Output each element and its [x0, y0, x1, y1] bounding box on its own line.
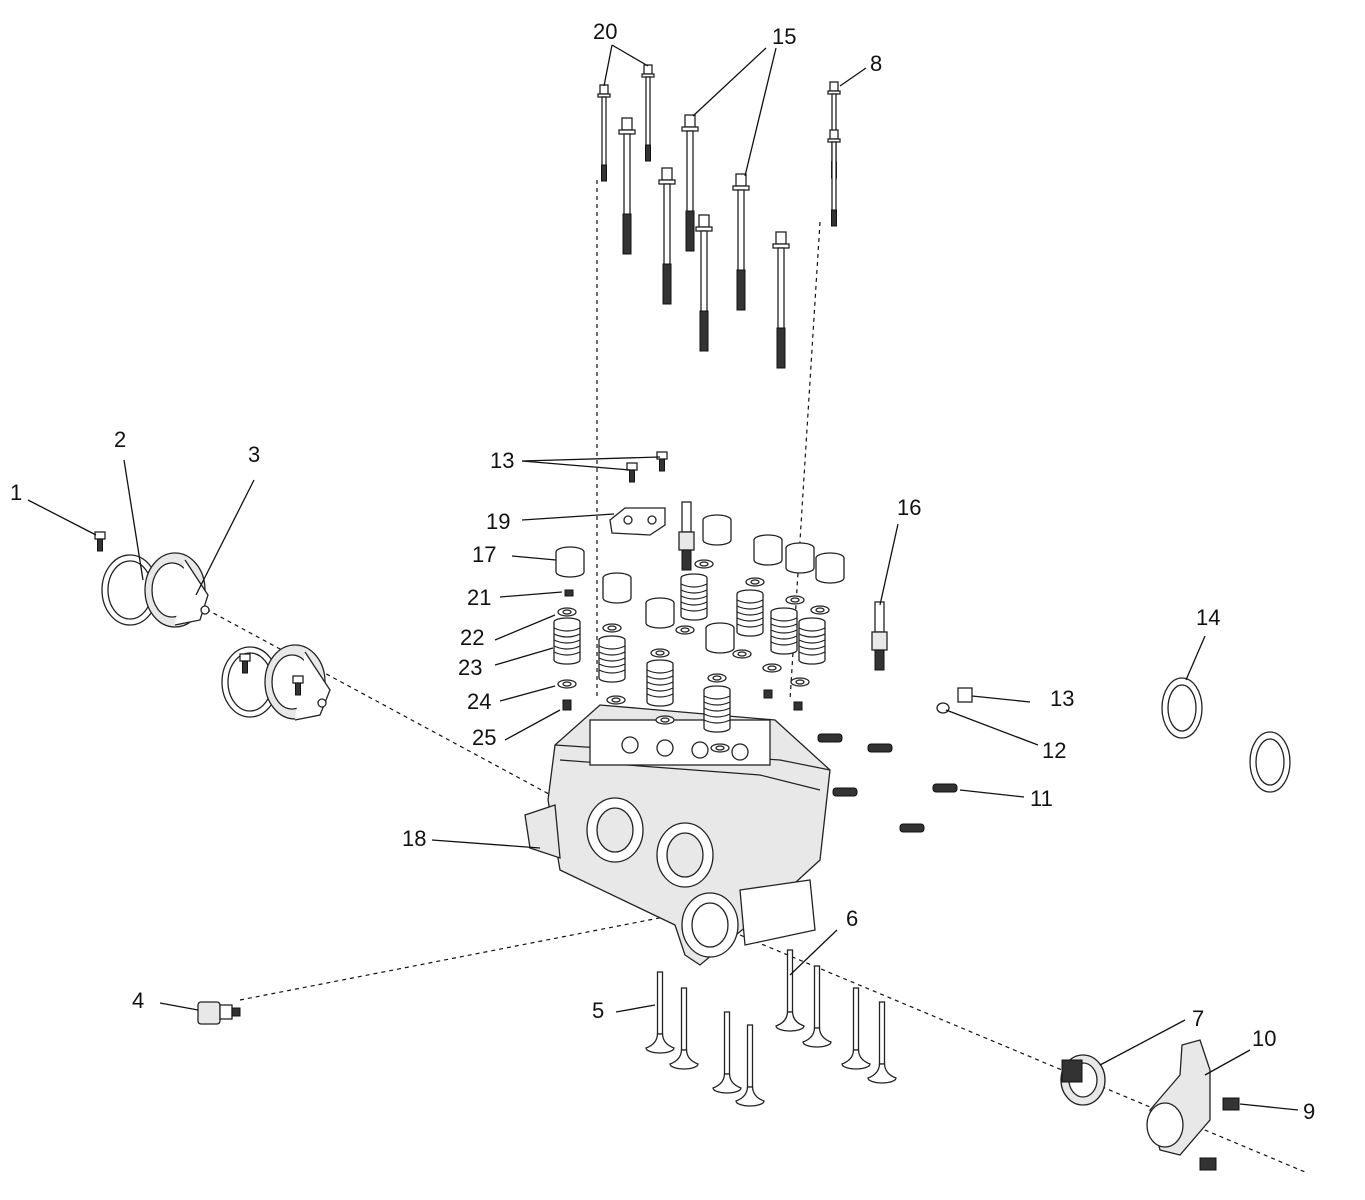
callout-18: 18: [402, 826, 426, 851]
callout-6: 6: [846, 906, 858, 931]
callout-7: 7: [1192, 1006, 1204, 1031]
valve-train: [553, 514, 845, 753]
temperature-sensor: [197, 1001, 241, 1025]
callout-15: 15: [772, 24, 796, 49]
center-lines: [114, 180, 1306, 1173]
leader-lines: [27, 44, 1299, 1111]
thermostat: [1060, 1054, 1106, 1106]
callout-10: 10: [1252, 1026, 1276, 1051]
callout-13-top: 13: [490, 448, 514, 473]
callout-3: 3: [248, 442, 260, 467]
callout-2: 2: [114, 427, 126, 452]
callout-9: 9: [1303, 1099, 1315, 1124]
camshaft-cap: [609, 451, 668, 536]
callout-4: 4: [132, 988, 144, 1013]
callout-23: 23: [458, 655, 482, 680]
intake-boot-upper: [94, 531, 210, 628]
callout-16: 16: [897, 495, 921, 520]
callout-25: 25: [472, 725, 496, 750]
thermostat-housing: [1146, 1039, 1240, 1171]
callout-20: 20: [593, 19, 617, 44]
callout-21: 21: [467, 585, 491, 610]
callout-5: 5: [592, 998, 604, 1023]
callout-13-right: 13: [1050, 686, 1074, 711]
intake-boot-lower: [221, 644, 331, 721]
callout-17: 17: [472, 542, 496, 567]
callout-8: 8: [870, 51, 882, 76]
exhaust-studs: [817, 687, 973, 833]
callout-19: 19: [486, 509, 510, 534]
cylinder-head: [524, 704, 831, 966]
callout-1: 1: [10, 480, 22, 505]
valves: [645, 949, 897, 1107]
callout-22: 22: [460, 625, 484, 650]
callout-12: 12: [1042, 738, 1066, 763]
exhaust-gaskets: [1161, 677, 1291, 793]
spark-plugs: [678, 501, 888, 671]
callout-14: 14: [1196, 605, 1220, 630]
head-bolts: [597, 64, 841, 369]
callout-labels: 1 2 3 4 5 6 7 8 9 10 11 12 13 13 14 15 1…: [10, 19, 1315, 1124]
callout-11: 11: [1030, 786, 1053, 811]
callout-24: 24: [467, 689, 491, 714]
